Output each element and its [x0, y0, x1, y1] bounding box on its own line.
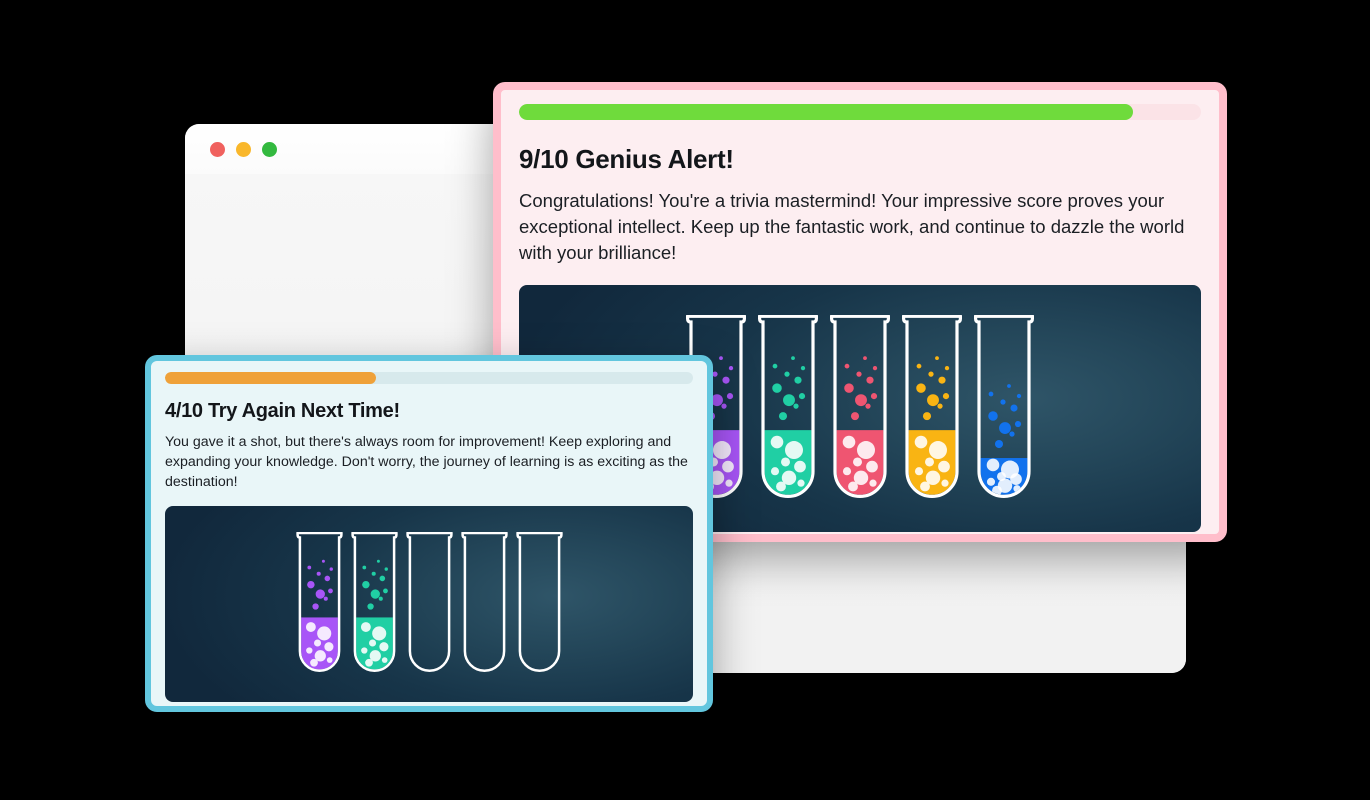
test-tube-purple[interactable] [295, 531, 343, 677]
test-tube-empty[interactable] [405, 531, 453, 677]
progress-bar-fill [519, 104, 1133, 120]
test-tube-amber[interactable] [902, 314, 963, 503]
test-tube-illustration-panel [165, 506, 693, 702]
test-tube-row [519, 285, 1201, 532]
minimize-button[interactable] [236, 141, 251, 157]
test-tube-pink[interactable] [830, 314, 891, 503]
close-button[interactable] [210, 141, 225, 157]
card-heading: 4/10 Try Again Next Time! [165, 400, 400, 422]
progress-bar-track [165, 372, 693, 384]
progress-bar-track [519, 104, 1201, 120]
card-body-text: You gave it a shot, but there's always r… [165, 434, 688, 490]
maximize-button[interactable] [262, 141, 277, 157]
test-tube-row [165, 506, 693, 702]
test-tube-teal[interactable] [350, 531, 398, 677]
test-tube-blue[interactable] [974, 314, 1035, 503]
test-tube-teal[interactable] [758, 314, 819, 503]
progress-bar-fill [165, 372, 377, 384]
result-card-try-again: 4/10 Try Again Next Time! You gave it a … [145, 355, 713, 712]
test-tube-empty[interactable] [460, 531, 508, 677]
card-body-text: Congratulations! You're a trivia masterm… [519, 190, 1185, 263]
test-tube-empty[interactable] [515, 531, 563, 677]
card-heading: 9/10 Genius Alert! [519, 144, 734, 174]
